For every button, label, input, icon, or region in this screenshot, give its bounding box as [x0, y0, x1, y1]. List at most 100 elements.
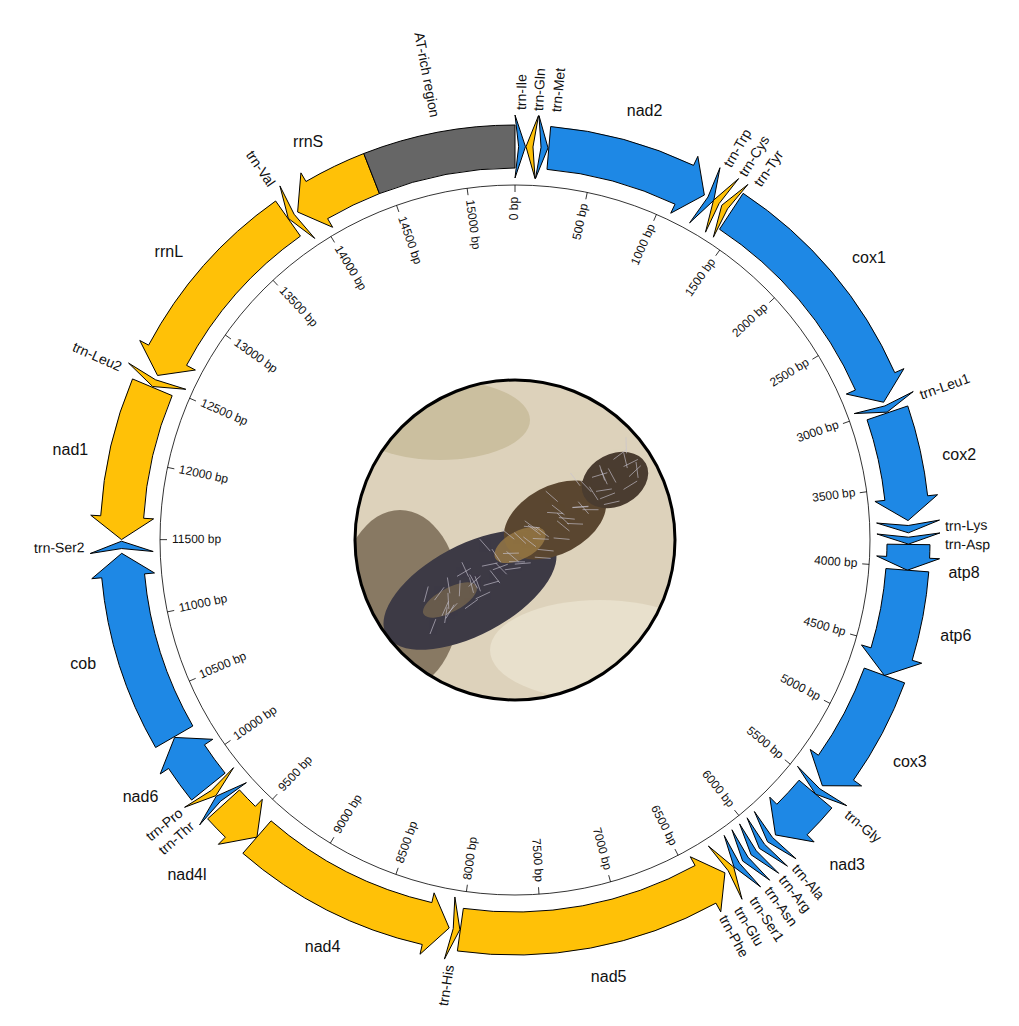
gene-label-node: nad6: [123, 788, 159, 806]
tick-mark: [467, 188, 469, 195]
gene-label-node: cox2: [942, 446, 976, 464]
gene-name: nad1: [53, 441, 89, 458]
trna-label-node: trn-Gly: [842, 807, 885, 846]
tick-mark: [850, 634, 857, 636]
gene-name: atp6: [940, 627, 971, 644]
gene-name: nad4l: [167, 866, 206, 883]
gene-arrow: [160, 737, 225, 800]
bristle: [506, 551, 518, 561]
bristle: [538, 549, 554, 551]
bristle: [502, 529, 514, 539]
bristle: [514, 533, 526, 544]
bristle: [625, 437, 626, 453]
specimen-photo: [340, 380, 710, 700]
gene-arrow: [243, 821, 449, 954]
tick-label: 1500 bp: [683, 256, 719, 299]
tick-mark: [862, 563, 869, 564]
bristle: [546, 491, 558, 502]
tick-label: 5000 bp: [778, 672, 823, 704]
gene-arrow: [877, 520, 940, 533]
gene-name: trn-Val: [243, 147, 279, 189]
gene-arrow: [535, 116, 548, 179]
bristle: [624, 481, 638, 489]
tick-mark: [860, 491, 867, 493]
gene-arrow: [526, 116, 539, 179]
bristle: [482, 563, 498, 566]
gene-arrow: [547, 127, 704, 214]
gene-arrow: [861, 569, 928, 676]
trna-label-node: trn-Leu1: [917, 370, 972, 403]
gene-name: nad3: [829, 856, 865, 873]
gene-label-node: atp8: [948, 564, 979, 582]
bristle: [570, 473, 580, 486]
bristle: [490, 570, 500, 583]
bristle: [559, 518, 575, 520]
tick-mark: [769, 298, 774, 303]
gene-name: nad5: [591, 968, 627, 985]
bristle: [447, 593, 449, 609]
gene-name: AT-rich region: [412, 31, 444, 119]
gene-arrow: [140, 201, 301, 375]
tick-mark: [225, 740, 231, 744]
tick-mark: [225, 335, 231, 339]
gene-arrow: [724, 835, 760, 886]
bristle: [480, 539, 491, 551]
tick-label: 9500 bp: [276, 754, 316, 795]
trna-label-node: trn-Gln: [530, 68, 548, 112]
tick-label: 12500 bp: [198, 397, 249, 430]
gene-name: trn-Leu1: [917, 370, 971, 403]
bristle: [592, 473, 607, 478]
gene-arrow: [810, 668, 904, 786]
trna-label-node: trn-Met: [548, 67, 568, 113]
gene-name: trn-Asp: [945, 536, 990, 552]
insect-marking: [489, 519, 552, 570]
bristle: [554, 538, 570, 539]
tick-mark: [812, 356, 818, 360]
gene-label-node: atp6: [940, 627, 971, 645]
gene-arrow: [877, 533, 940, 544]
tick-mark: [397, 205, 399, 212]
gene-label-node: AT-rich region: [412, 31, 444, 119]
gene-arrow: [200, 783, 247, 825]
tick-mark: [538, 887, 539, 894]
gene-arrow: [364, 125, 515, 194]
tick-mark: [396, 868, 398, 875]
bristle: [459, 580, 461, 596]
tick-marks: [160, 185, 869, 894]
trna-label-node: trn-His: [435, 964, 457, 1007]
gene-label-node: nad3: [829, 856, 865, 874]
trna-label-node: trn-Asp: [945, 536, 990, 552]
tick-mark: [586, 192, 587, 199]
bristle: [580, 480, 591, 492]
gene-name: trn-Ser2: [34, 539, 85, 556]
tick-label: 13000 bp: [231, 336, 280, 376]
tick-label: 1000 bp: [628, 223, 658, 268]
insect-marking: [418, 575, 482, 624]
tick-mark: [716, 250, 720, 256]
gene-arrow: [457, 857, 725, 955]
bristle: [430, 619, 436, 634]
tick-mark: [515, 185, 516, 192]
bristle: [505, 568, 521, 570]
tick-label: 7000 bp: [589, 827, 614, 873]
tick-label: 4500 bp: [802, 614, 848, 639]
tick-label: 14500 bp: [394, 214, 424, 266]
gene-arrow: [92, 553, 193, 747]
bristle: [523, 537, 536, 547]
tick-label: 9000 bp: [331, 792, 365, 836]
tick-label: 2500 bp: [768, 356, 812, 390]
gene-name: cob: [70, 655, 96, 672]
bristle: [424, 586, 428, 601]
bristle: [557, 513, 569, 524]
tick-mark: [824, 700, 830, 703]
bristle: [446, 603, 457, 615]
bristle: [447, 577, 449, 593]
bristle: [484, 581, 499, 585]
gene-arrow: [298, 154, 380, 228]
gene-arrow: [732, 830, 770, 880]
gene-arrow: [719, 193, 903, 402]
bristle: [434, 587, 444, 600]
tick-label: 6000 bp: [699, 768, 737, 810]
tick-mark: [189, 678, 195, 681]
tick-label: 14000 bp: [331, 243, 369, 293]
